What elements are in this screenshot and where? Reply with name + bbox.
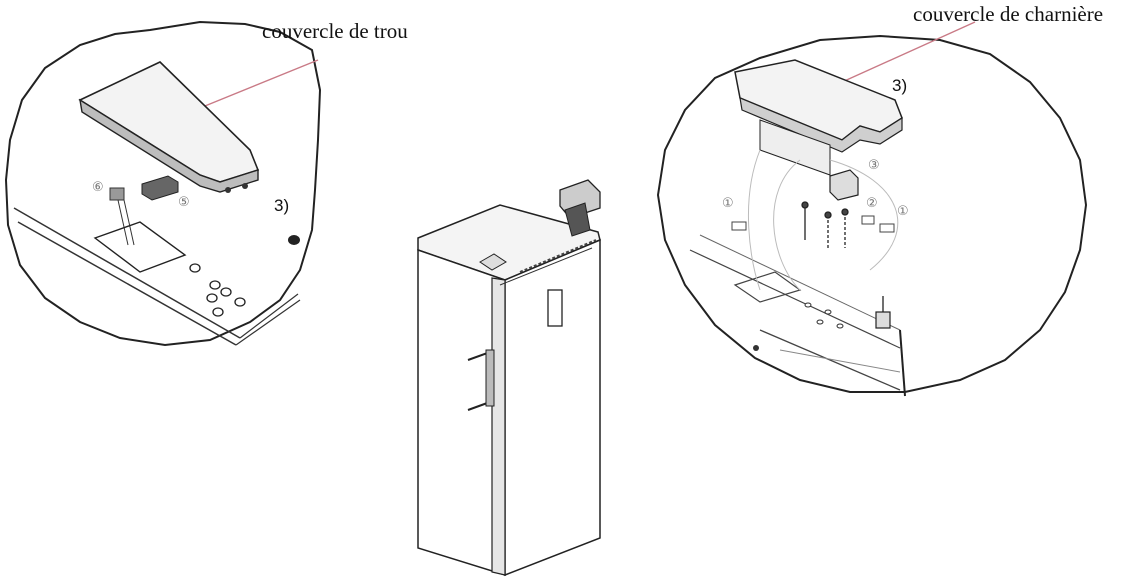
hole-cover-part — [78, 61, 260, 193]
left-detail-outline — [4, 20, 322, 347]
hole-cover-leader-line — [199, 59, 319, 109]
cover-hole — [93, 221, 187, 273]
hinge-cover-label: couvercle de charnière — [913, 2, 1104, 26]
right-detail-outline — [656, 34, 1088, 393]
left-part-number-6: ⑥ — [92, 180, 104, 195]
hinge-screws — [801, 201, 849, 250]
left-part-number-5: ⑤ — [178, 195, 190, 210]
screw-holes — [189, 263, 246, 317]
right-part-number-1-right: ① — [897, 204, 909, 219]
right-detail-view — [656, 21, 1088, 397]
part-5-block — [141, 175, 179, 201]
left-detail-view — [4, 20, 322, 347]
hinge-pin — [875, 296, 891, 329]
right-part-number-3: ③ — [868, 158, 880, 173]
control-panel — [547, 289, 563, 327]
left-step-number: 3) — [274, 196, 290, 215]
top-hinge — [559, 179, 601, 237]
hinge-cover-part — [734, 59, 903, 176]
right-part-number-2: ② — [866, 196, 878, 211]
part-6-block — [109, 187, 125, 201]
hole-cover-label: couvercle de trou — [262, 19, 408, 43]
hinge-bracket — [829, 169, 859, 201]
right-step-number: 3) — [892, 76, 908, 95]
plate-holes — [804, 302, 844, 329]
right-part-number-1-left: ① — [722, 196, 734, 211]
freezer-unit — [417, 179, 601, 577]
